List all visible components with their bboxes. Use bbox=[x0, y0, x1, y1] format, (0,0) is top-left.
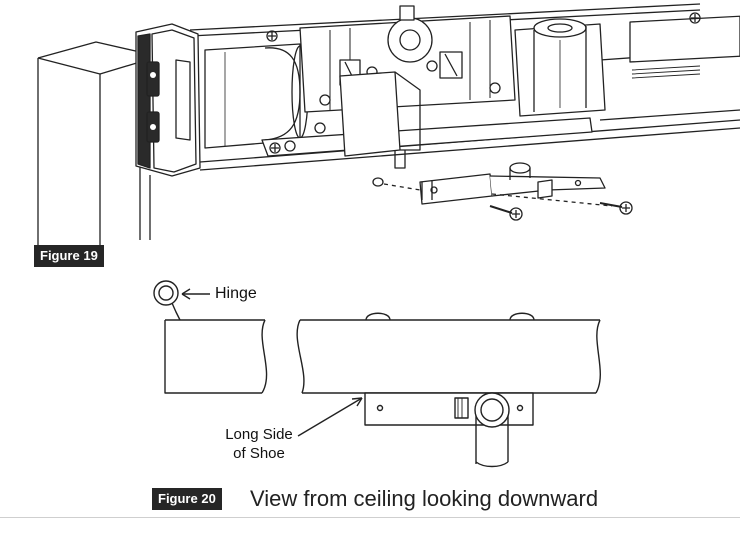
shoe-label: Long Side of Shoe bbox=[204, 426, 314, 462]
figure-19-label: Figure 19 bbox=[34, 245, 104, 267]
figure-20-illustration bbox=[153, 280, 601, 468]
shoe-assembly bbox=[372, 162, 633, 221]
shoe-label-line-1: Long Side bbox=[225, 426, 293, 443]
mount-bracket bbox=[261, 71, 593, 169]
page-divider bbox=[0, 517, 740, 518]
shoe-leader-line bbox=[297, 397, 363, 437]
figure-20-caption: View from ceiling looking downward bbox=[250, 486, 599, 511]
end-cap bbox=[135, 23, 201, 177]
figure-19-illustration bbox=[37, 3, 740, 245]
arm-roller bbox=[474, 392, 510, 468]
hinge-label: Hinge bbox=[215, 285, 257, 302]
door-panel bbox=[164, 319, 268, 394]
shoe-label-line-2: of Shoe bbox=[233, 445, 285, 462]
hinge-circle-icon bbox=[153, 280, 179, 306]
spring-module bbox=[514, 18, 606, 117]
operator-top-view bbox=[296, 312, 601, 394]
figure-20-label: Figure 20 bbox=[152, 488, 222, 510]
operator-housing bbox=[189, 3, 740, 171]
